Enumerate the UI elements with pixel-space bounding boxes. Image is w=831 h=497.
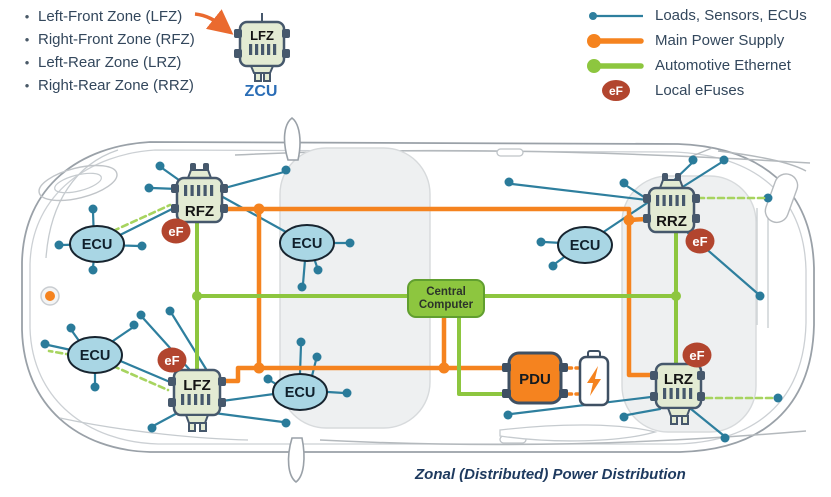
lightning-icon [587,366,601,396]
zone-label: Left-Rear Zone (LRZ) [38,54,182,71]
bullet-icon: • [24,32,30,47]
zone-label: Right-Front Zone (RFZ) [38,31,195,48]
legend-item-efuses: eF Local eFuses [585,78,807,103]
central-computer-label-2: Computer [419,299,474,311]
bullet-icon: • [24,78,30,93]
power-line-swatch [585,32,647,50]
zcu-icon: LFZ [234,13,290,82]
ecu-node: ECU [67,336,123,374]
efuse-label: eF [164,353,179,368]
ecu-label: ECU [285,385,316,401]
car-outline [21,141,815,453]
legend-label: Main Power Supply [655,32,785,49]
zone-list-item: • Right-Rear Zone (RRZ) [16,74,195,97]
legend-label: Local eFuses [655,82,745,99]
sensor-dots [40,155,783,443]
ecu-node: ECU [69,225,125,263]
central-computer-label-1: Central [426,286,466,298]
zcu-label-rrz: RRZ [656,213,687,230]
sensor-lines [46,160,759,437]
zcu-icon-label: LFZ [250,28,274,43]
bullet-icon: • [24,55,30,70]
zcu-node-rfz: RFZ [171,163,228,224]
sensor-line-swatch [585,8,647,24]
efuse-label: eF [692,234,707,249]
side-mirror-icon [283,116,305,484]
ecu-node: ECU [272,373,328,411]
zcu-label-lrz: LRZ [664,371,693,388]
efuse-icon: eF [602,80,630,101]
zcu-label-rfz: RFZ [185,203,214,220]
zone-list-item: • Right-Front Zone (RFZ) [16,28,195,51]
ethernet-junction-dots [192,291,681,301]
zone-list: • Left-Front Zone (LFZ) • Right-Front Zo… [16,5,195,97]
legend-label: Loads, Sensors, ECUs [655,7,807,24]
legend-label: Automotive Ethernet [655,57,791,74]
zcu-caption: ZCU [244,83,278,100]
ecu-label: ECU [292,236,323,252]
central-computer-node: Central Computer [407,279,485,318]
pdu-label: PDU [519,371,551,388]
ethernet-line-swatch [585,57,647,75]
zcu-node-lrz: LRZ [650,362,705,425]
power-junction-dots [253,203,635,374]
ecu-label: ECU [82,237,113,253]
bullet-icon: • [24,9,30,24]
zone-list-item: • Left-Front Zone (LFZ) [16,5,195,28]
zcu-node-lfz: LFZ [168,368,226,432]
legend-item-ethernet: Automotive Ethernet [585,53,807,78]
ecu-label: ECU [570,238,601,254]
battery-icon [578,350,610,407]
zone-label: Left-Front Zone (LFZ) [38,8,183,25]
efuse-label: eF [168,224,183,239]
efuse-label: eF [689,348,704,363]
ecu-node: ECU [279,224,335,262]
efuse-badge-lrz: eF [682,342,712,368]
efuse-badge-rfz: eF [161,218,191,244]
ecu-label: ECU [80,348,111,364]
ecu-node: ECU [557,226,613,264]
zcu-node-rrz: RRZ [643,173,700,234]
zone-label: Right-Rear Zone (RRZ) [38,77,194,94]
pdu-node: PDU [502,351,568,405]
arrow-icon [194,9,234,35]
ethernet-dashed-links [47,196,776,400]
zone-list-item: • Left-Rear Zone (LRZ) [16,51,195,74]
front-sensor-dot [45,291,55,301]
efuse-badge-swatch: eF [585,80,647,101]
legend-item-power: Main Power Supply [585,28,807,53]
legend: Loads, Sensors, ECUs Main Power Supply A… [585,3,807,103]
legend-item-sensors: Loads, Sensors, ECUs [585,3,807,28]
efuse-badge-rrz: eF [685,228,715,254]
diagram-caption: Zonal (Distributed) Power Distribution [415,466,686,483]
efuse-badge-lfz: eF [157,347,187,373]
zcu-label-lfz: LFZ [183,377,211,394]
main-power-lines [221,206,651,384]
